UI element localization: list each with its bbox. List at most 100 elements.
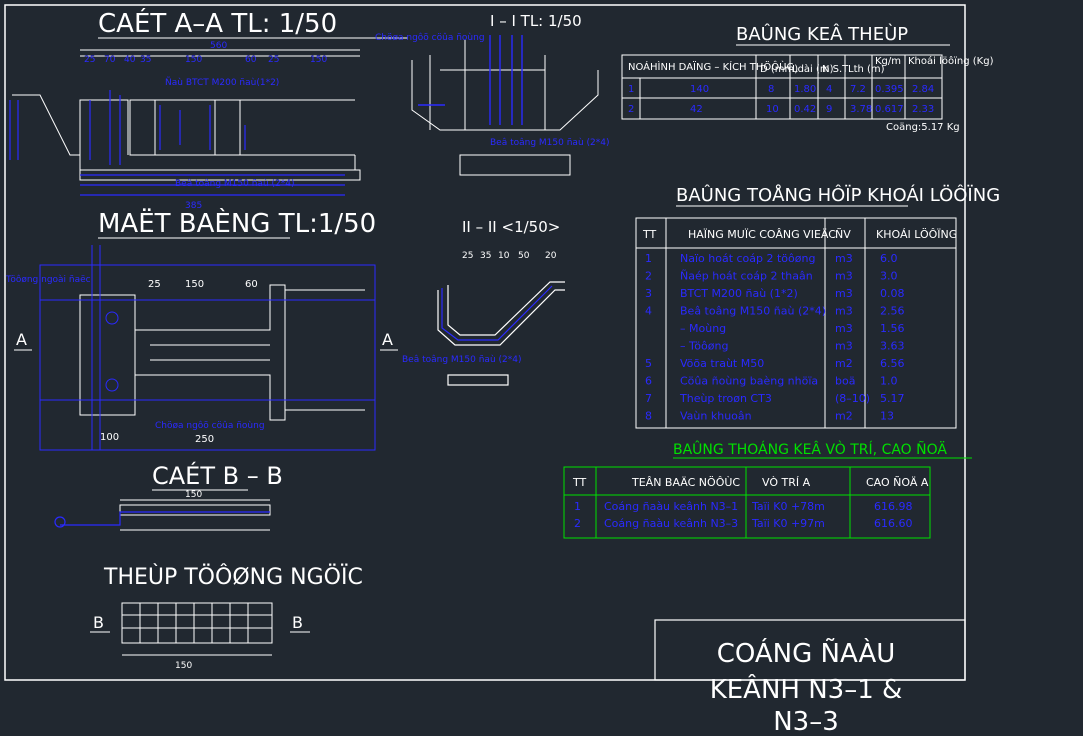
summary-table-cell: 7 [645, 392, 652, 405]
summary-table-cell: m3 [835, 252, 853, 265]
svg-text:Ldài (m): Ldài (m) [792, 63, 834, 75]
svg-text:Taïi K0 +78m: Taïi K0 +78m [751, 500, 825, 513]
svg-text:2.33: 2.33 [912, 104, 934, 115]
summary-table-cell: m3 [835, 322, 853, 335]
svg-text:COÁNG ÑAÀU: COÁNG ÑAÀU [717, 637, 896, 669]
svg-text:Lth (m): Lth (m) [848, 64, 885, 75]
svg-text:NOÁHÌNH DAÏNG – KÍCH THÖÔÙC: NOÁHÌNH DAÏNG – KÍCH THÖÔÙC [628, 60, 793, 73]
svg-text:140: 140 [690, 84, 709, 95]
svg-text:150: 150 [185, 279, 204, 290]
svg-text:250: 250 [195, 434, 214, 445]
summary-table-cell: 6.0 [880, 252, 898, 265]
svg-text:TEÂN BAÄC NÖÔÙC: TEÂN BAÄC NÖÔÙC [631, 476, 740, 489]
svg-text:4: 4 [826, 84, 832, 95]
summary-table-cell: 6.56 [880, 357, 905, 370]
svg-text:Coáng ñaàu keânh N3–3: Coáng ñaàu keânh N3–3 [604, 517, 738, 530]
summary-table-cell: Naïo hoát coáp 2 töôøng [680, 252, 815, 265]
summary-table-cell: 3.63 [880, 340, 905, 353]
summary-table-cell: 0.08 [880, 287, 905, 300]
svg-text:385: 385 [185, 201, 202, 211]
svg-text:50: 50 [518, 251, 530, 261]
summary-table [635, 217, 957, 429]
summary-table-cell: 2.56 [880, 305, 905, 318]
section-aa-rebar [9, 90, 345, 196]
summary-table-cell: – Töôøng [680, 340, 728, 353]
svg-text:Khoái löôïng (Kg): Khoái löôïng (Kg) [908, 55, 994, 67]
svg-text:2.84: 2.84 [912, 84, 934, 95]
summary-table-cell: Vaùn khuoân [680, 410, 752, 423]
section-bb-drawing [119, 499, 271, 531]
svg-text:25: 25 [84, 55, 95, 65]
section-11-rebar [418, 35, 523, 125]
summary-table-cell: Ñaép hoát coáp 2 thaân [680, 270, 813, 283]
svg-text:Beâ toâng M150 ñaù (2*4): Beâ toâng M150 ñaù (2*4) [490, 138, 609, 148]
svg-text:10: 10 [766, 104, 779, 115]
svg-text:60: 60 [245, 279, 258, 290]
section-22-dims: 25 35 10 50 20 Beâ toâng M150 ñaù (2*4) [402, 251, 557, 365]
svg-text:CAO ÑOÄ A: CAO ÑOÄ A [866, 476, 929, 489]
svg-text:560: 560 [210, 41, 227, 51]
svg-text:N S.T: N S.T [822, 64, 849, 75]
svg-text:Coáng ñaàu keânh N3–1: Coáng ñaàu keânh N3–1 [604, 500, 738, 513]
plan-dims: 25 150 60 250 100 Töôøng ngoài ñaëc Chöø… [5, 274, 265, 445]
summary-table-text: TT HAÏNG MUÏC COÂNG VIEÄC ÑV KHOÁI LÖÔÏN… [642, 228, 957, 241]
svg-text:HAÏNG MUÏC COÂNG VIEÄC: HAÏNG MUÏC COÂNG VIEÄC [688, 228, 836, 241]
svg-text:TT: TT [642, 228, 657, 241]
svg-text:150: 150 [310, 55, 327, 65]
svg-text:25: 25 [268, 55, 279, 65]
svg-text:10: 10 [498, 251, 510, 261]
svg-text:9: 9 [826, 104, 832, 115]
title-block: COÁNG ÑAÀU KEÂNH N3–1 & N3–3 [710, 637, 903, 736]
svg-text:0.395: 0.395 [875, 84, 904, 95]
svg-text:TT: TT [572, 476, 587, 489]
svg-text:Chöøa ngôõ cöûa ñoùng: Chöøa ngôõ cöûa ñoùng [375, 32, 485, 43]
svg-text:Chöøa ngôõ cöûa ñoùng: Chöøa ngôõ cöûa ñoùng [155, 420, 265, 431]
svg-text:20: 20 [545, 251, 557, 261]
svg-text:40: 40 [124, 55, 136, 65]
svg-text:1: 1 [574, 500, 581, 513]
title-section-bb: CAÉT B – B [152, 461, 283, 490]
steel-table [621, 54, 943, 120]
svg-text:70: 70 [104, 55, 116, 65]
section-aa-dims: 25 70 40 35 150 60 25 150 560 385 Ñaù BT… [84, 41, 327, 211]
title-section-aa: CAÉT A–A TL: 1/50 [98, 7, 337, 39]
svg-text:KHOÁI LÖÔÏNG: KHOÁI LÖÔÏNG [876, 228, 957, 241]
summary-table-cell: m3 [835, 270, 853, 283]
section-arrow-a-right: A [380, 330, 398, 351]
svg-text:Töôøng ngoài ñaëc: Töôøng ngoài ñaëc [5, 274, 91, 285]
svg-text:1: 1 [628, 84, 634, 95]
svg-text:N3–3: N3–3 [773, 707, 839, 736]
summary-table-cell: 6 [645, 375, 652, 388]
summary-table-cell: m3 [835, 305, 853, 318]
summary-table-cell: 3.0 [880, 270, 898, 283]
summary-table-cell: Cöûa ñoùng baèng nhöïa [680, 375, 818, 388]
title-section-22: II – II <1/50> [462, 218, 560, 236]
svg-text:Beâ toâng M150 ñaù (2*4): Beâ toâng M150 ñaù (2*4) [175, 179, 294, 189]
plan-rebar [40, 245, 375, 450]
svg-text:2: 2 [574, 517, 581, 530]
summary-table-cell: 8 [645, 410, 652, 423]
svg-text:KEÂNH N3–1 &: KEÂNH N3–1 & [710, 673, 903, 705]
svg-text:B: B [93, 613, 104, 632]
section-aa-drawing [12, 49, 361, 181]
svg-text:42: 42 [690, 104, 703, 115]
svg-text:616.98: 616.98 [874, 500, 913, 513]
svg-text:ÑV: ÑV [835, 228, 851, 241]
title-steel-mesh: THEÙP TÖÔØNG NGÖÏC [103, 564, 363, 590]
svg-text:1.80: 1.80 [794, 84, 816, 95]
svg-text:A: A [16, 330, 27, 349]
steel-table-title: BAÛNG KEÂ THEÙP [736, 23, 908, 45]
svg-text:25: 25 [148, 279, 161, 290]
svg-text:35: 35 [480, 251, 491, 261]
svg-text:B: B [292, 613, 303, 632]
summary-table-title: BAÛNG TOÅNG HÔÏP KHOÁI LÖÔÏNG [676, 184, 1000, 206]
summary-table-cell: 5.17 [880, 392, 905, 405]
svg-text:2: 2 [628, 104, 634, 115]
svg-text:D (mm): D (mm) [760, 64, 798, 75]
title-block-frame [654, 619, 966, 681]
svg-text:VÒ TRÍ A: VÒ TRÍ A [762, 476, 811, 489]
summary-table-cell: m2 [835, 357, 853, 370]
mesh-dim: 150 [175, 661, 192, 671]
